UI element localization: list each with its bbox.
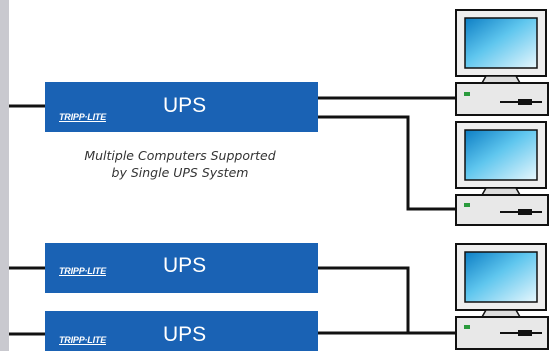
left-edge-bar: [0, 0, 9, 351]
output-cable-1b: [318, 115, 456, 211]
ups-label: UPS: [163, 323, 207, 346]
tripp-lite-logo: TRIPP·LITE: [59, 266, 106, 276]
ups-unit-1: TRIPP·LITE UPS: [45, 82, 318, 132]
tripp-lite-logo: TRIPP·LITE: [59, 335, 106, 345]
caption-line-2: by Single UPS System: [111, 165, 249, 180]
ups-label: UPS: [163, 254, 207, 277]
ups-unit-3: TRIPP·LITE UPS: [45, 311, 318, 351]
ups-unit-2: TRIPP·LITE UPS: [45, 243, 318, 293]
computer-icon: [455, 9, 549, 116]
computer-icon: [455, 121, 549, 226]
ups-label: UPS: [163, 94, 207, 117]
diagram-caption: Multiple Computers Supported by Single U…: [60, 147, 300, 181]
computer-icon: [455, 243, 549, 350]
tripp-lite-logo: TRIPP·LITE: [59, 112, 106, 122]
caption-line-1: Multiple Computers Supported: [84, 148, 276, 163]
